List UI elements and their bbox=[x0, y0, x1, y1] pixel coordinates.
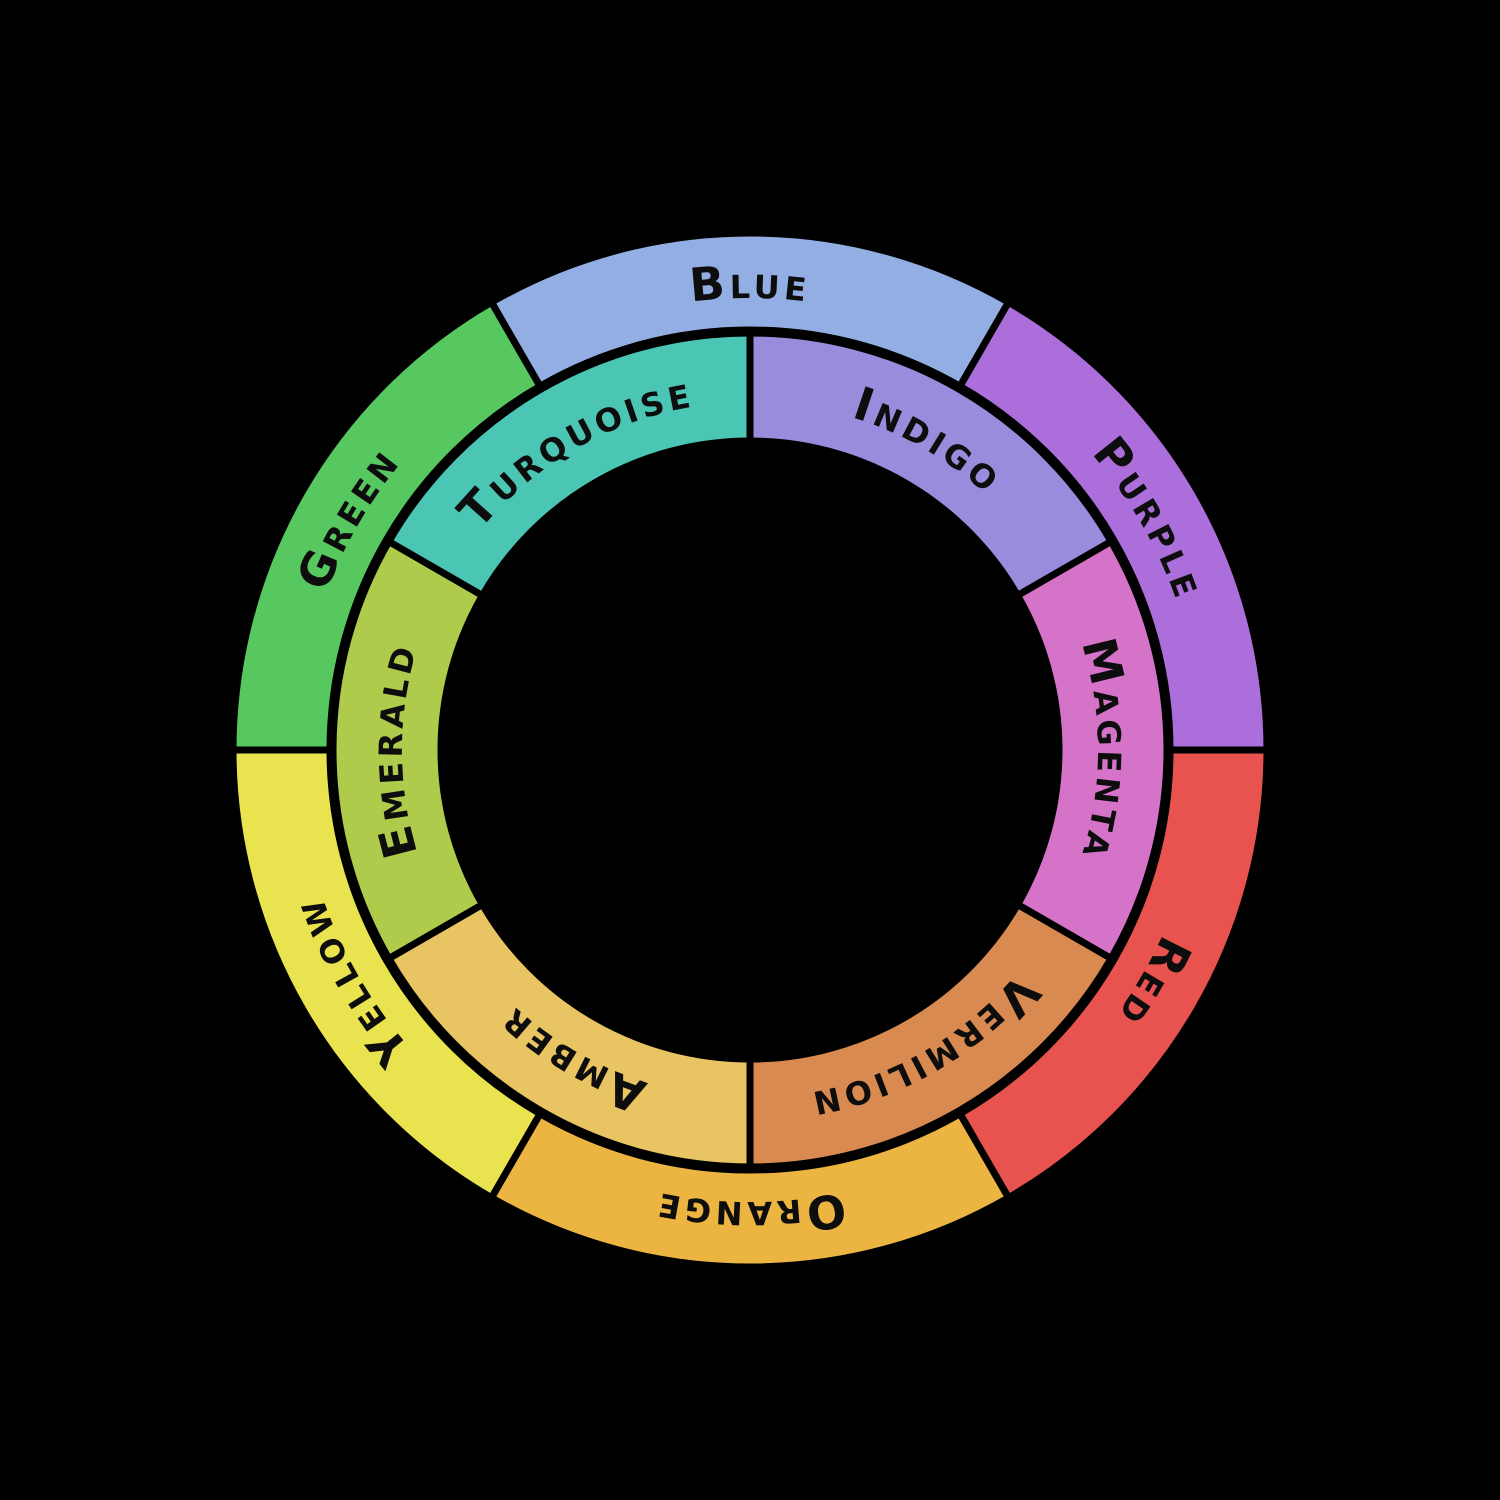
segment-label-orange: Orange bbox=[649, 1182, 850, 1246]
segment-label-blue: Blue bbox=[687, 255, 813, 313]
inner-segment-turquoise bbox=[384, 329, 754, 601]
